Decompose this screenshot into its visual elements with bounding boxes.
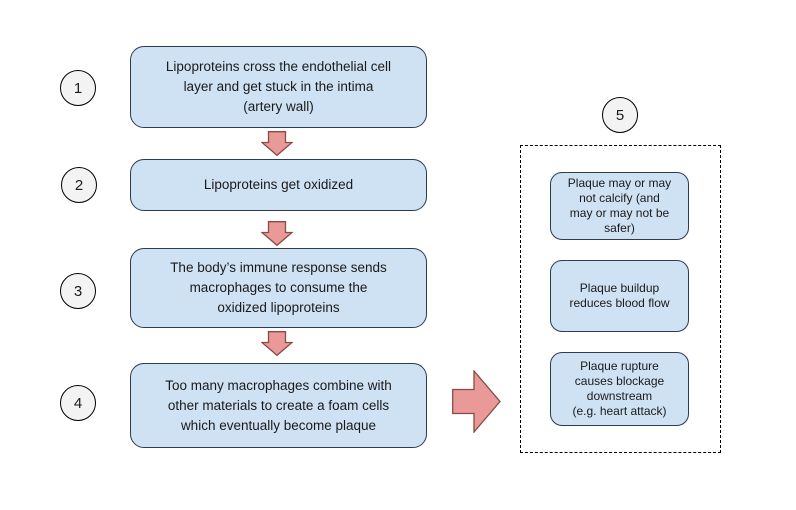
- outcome-box-text: Plaque rupture causes blockage downstrea…: [572, 359, 667, 418]
- flow-box-text: Lipoproteins cross the endothelial cell …: [165, 59, 392, 114]
- down-arrow-icon: [261, 331, 293, 356]
- step-circle-5: 5: [602, 97, 638, 133]
- flow-box-step-1: Lipoproteins cross the endothelial cell …: [130, 46, 427, 128]
- step-number: 2: [74, 176, 84, 194]
- step-number: 4: [73, 394, 83, 412]
- down-arrow-icon: [261, 221, 293, 246]
- flow-box-step-3: The body’s immune response sends macroph…: [130, 248, 427, 328]
- flow-box-text: Too many macrophages combine with other …: [165, 377, 392, 433]
- step-number: 1: [73, 79, 83, 97]
- outcome-box-calcify: Plaque may or may not calcify (and may o…: [550, 172, 689, 240]
- outcome-group-border: [520, 145, 721, 453]
- step-circle-4: 4: [60, 385, 96, 421]
- flow-box-step-2: Lipoproteins get oxidized: [130, 159, 427, 211]
- flow-box-text: The body’s immune response sends macroph…: [170, 260, 387, 315]
- flow-box-text: Lipoproteins get oxidized: [203, 177, 354, 192]
- outcome-box-blood-flow: Plaque buildup reduces blood flow: [550, 260, 689, 332]
- step-circle-1: 1: [60, 70, 96, 106]
- outcome-box-text: Plaque buildup reduces blood flow: [569, 281, 670, 310]
- step-number: 3: [73, 282, 83, 300]
- down-arrow-icon: [261, 131, 293, 156]
- outcome-box-rupture: Plaque rupture causes blockage downstrea…: [550, 352, 689, 426]
- step-circle-3: 3: [60, 273, 96, 309]
- step-circle-2: 2: [61, 167, 97, 203]
- right-arrow-icon: [452, 370, 501, 433]
- step-number: 5: [615, 106, 625, 124]
- outcome-box-text: Plaque may or may not calcify (and may o…: [567, 176, 672, 235]
- flow-box-step-4: Too many macrophages combine with other …: [130, 363, 427, 448]
